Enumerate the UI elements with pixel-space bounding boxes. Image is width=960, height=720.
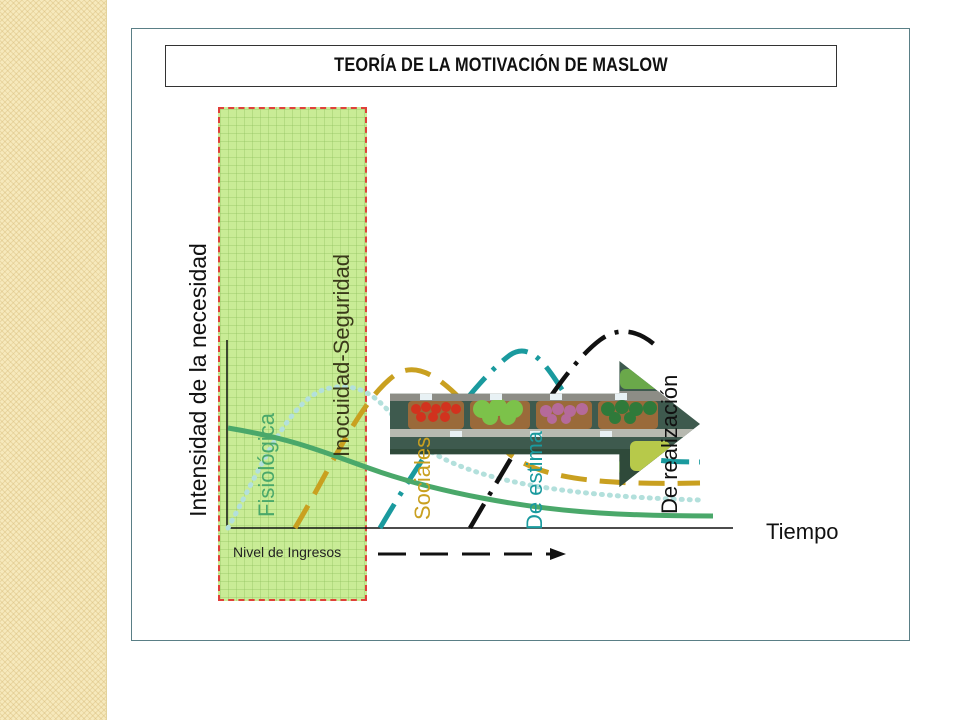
series-line-realizacion: [468, 329, 657, 530]
series-line-seguridad: [225, 384, 703, 531]
series-line-fisiologica: [227, 425, 714, 519]
series-line-sociales: [292, 367, 701, 530]
x-axis-label: Tiempo: [766, 519, 839, 544]
series-label-seguridad: Inocuidad-Seguridad: [329, 253, 354, 457]
series-label-realizacion: De realización: [657, 374, 682, 514]
series-label-fisiologica: Fisiológica: [254, 413, 279, 517]
series-label-estima: De estima: [522, 430, 547, 530]
decorative-side-strip: [0, 0, 107, 720]
income-level-band: [218, 107, 367, 601]
income-arrowhead: [550, 548, 566, 560]
income-level-label: Nivel de Ingresos: [233, 544, 342, 560]
slide-title-box: TEORÍA DE LA MOTIVACIÓN DE MASLOW: [165, 45, 837, 87]
y-axis-label: Intensidad de la necesidad: [185, 243, 211, 517]
series-label-sociales: Sociales: [410, 436, 435, 520]
slide-title: TEORÍA DE LA MOTIVACIÓN DE MASLOW: [334, 55, 668, 76]
